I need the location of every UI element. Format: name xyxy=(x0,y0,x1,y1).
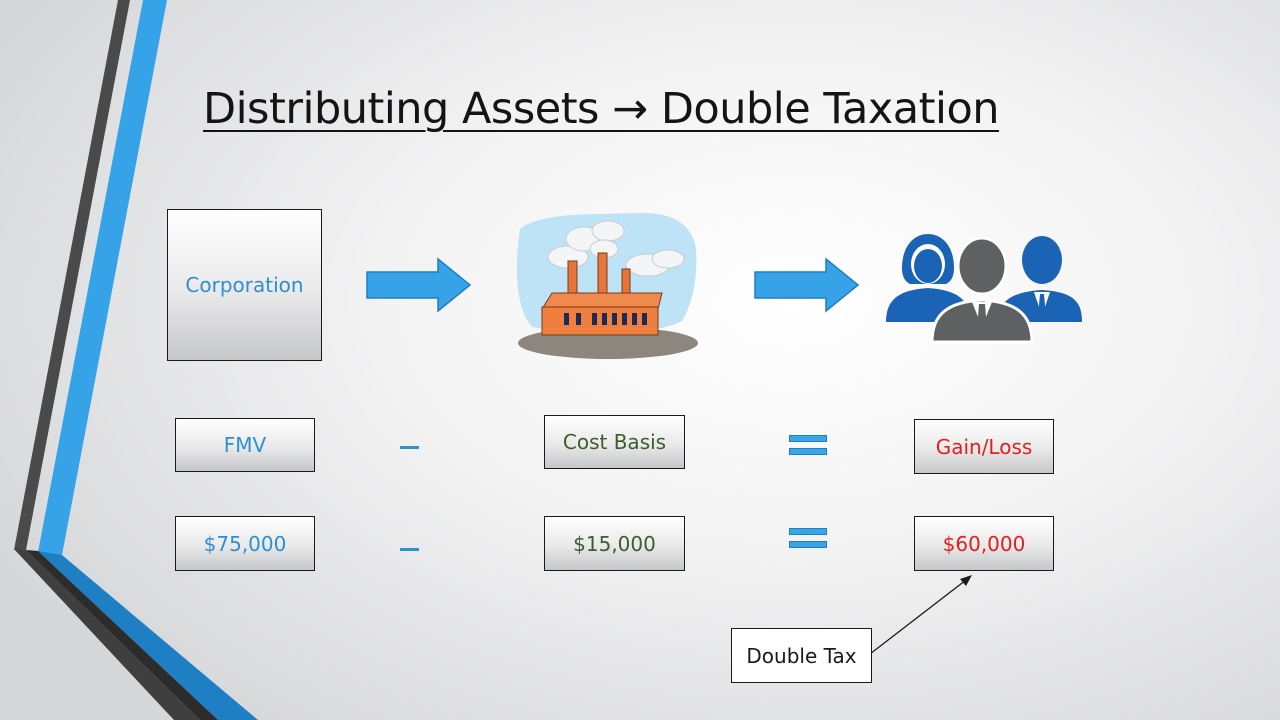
cost-basis-label: Cost Basis xyxy=(562,430,667,454)
double-tax-label: Double Tax xyxy=(746,643,857,668)
minus-icon xyxy=(400,548,419,551)
shareholders-icon xyxy=(886,234,1082,344)
fmv-label: FMV xyxy=(223,433,267,457)
corporation-box: Corporation xyxy=(167,209,322,361)
gain-loss-value: $60,000 xyxy=(942,531,1026,556)
gain-loss-box: Gain/Loss xyxy=(914,419,1054,474)
slide-title: Distributing Assets → Double Taxation xyxy=(203,84,1000,134)
factory-icon xyxy=(516,212,698,359)
cost-basis-value-box: $15,000 xyxy=(544,516,685,571)
cost-basis-value: $15,000 xyxy=(573,531,656,556)
minus-icon xyxy=(400,446,419,449)
right-arrow-icon xyxy=(754,257,860,313)
gain-loss-value-box: $60,000 xyxy=(914,516,1054,571)
fmv-value-box: $75,000 xyxy=(175,516,315,571)
double-tax-callout: Double Tax xyxy=(731,628,872,683)
fmv-box: FMV xyxy=(175,418,315,472)
fmv-value: $75,000 xyxy=(203,531,287,556)
cost-basis-box: Cost Basis xyxy=(544,415,685,469)
gain-loss-label: Gain/Loss xyxy=(935,434,1033,459)
right-arrow-icon xyxy=(366,257,472,313)
equals-icon xyxy=(789,435,827,456)
corporation-label: Corporation xyxy=(185,273,304,297)
equals-icon xyxy=(789,528,827,549)
callout-pointer-arrow xyxy=(869,575,972,655)
